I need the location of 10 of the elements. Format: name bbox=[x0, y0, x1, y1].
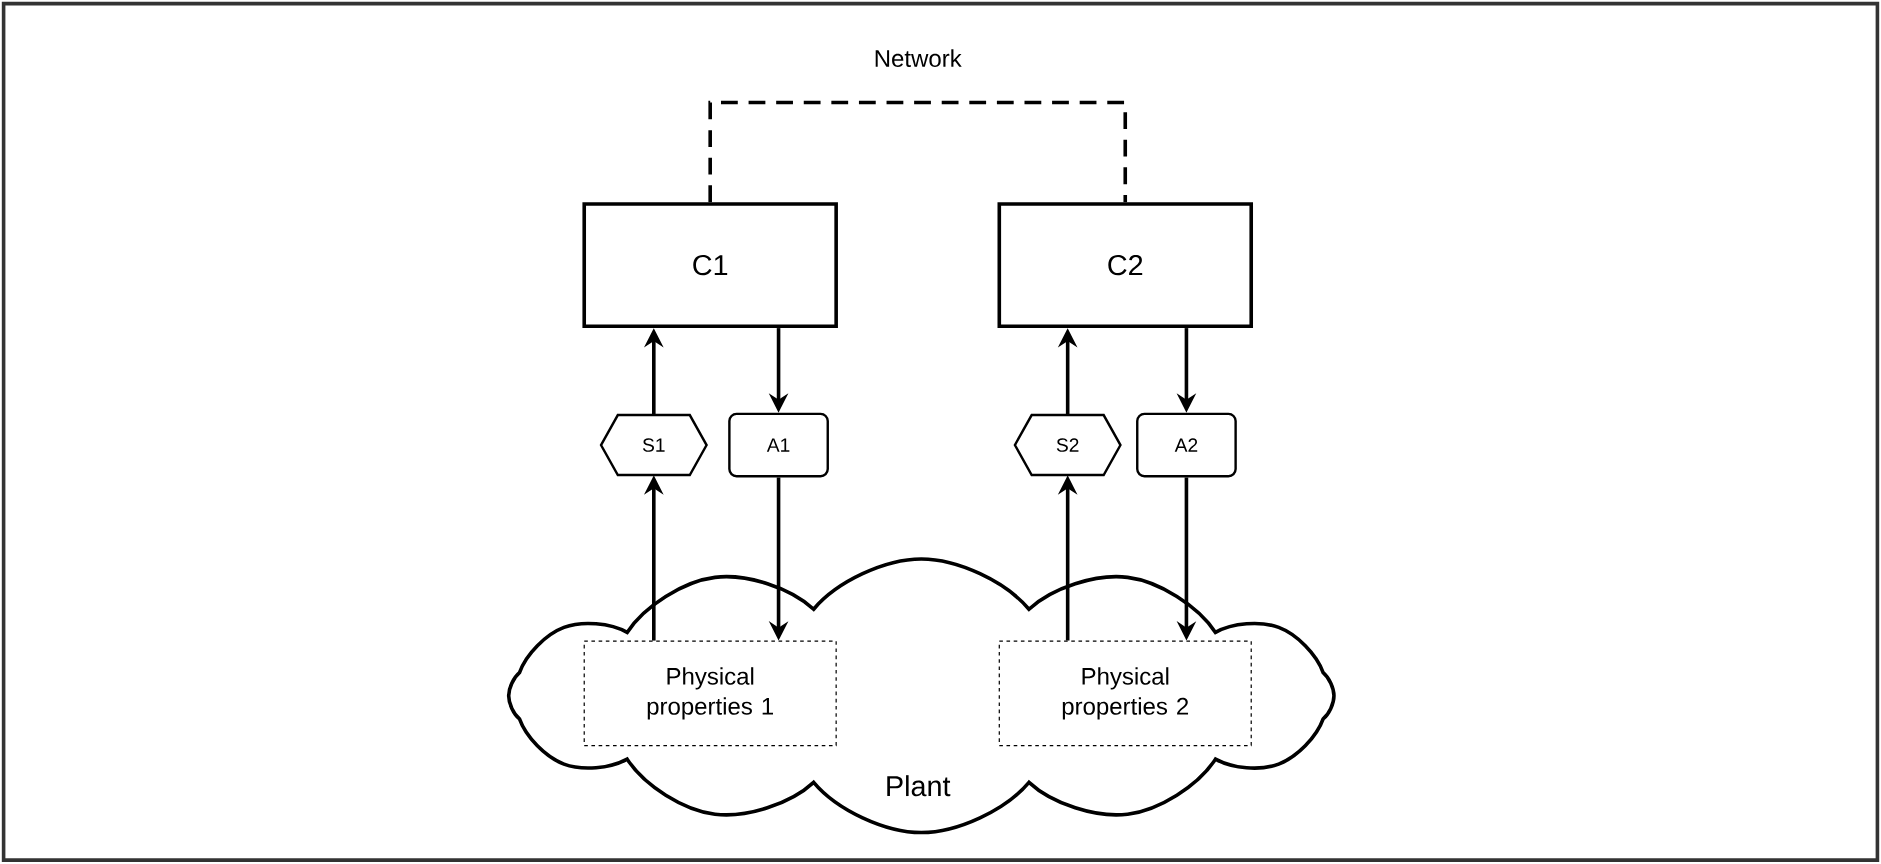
actuator-box: A1 bbox=[728, 412, 829, 478]
dashed-box: Physical properties 2 bbox=[998, 640, 1252, 747]
sensor-hexagon: S2 bbox=[1013, 414, 1122, 477]
sensor-hexagon: S1 bbox=[599, 414, 708, 477]
actuator-box: A2 bbox=[1136, 412, 1237, 478]
dashed-line bbox=[708, 100, 1128, 203]
controller-box: C1 bbox=[582, 202, 838, 329]
dashed-box: Physical properties 1 bbox=[583, 640, 837, 747]
controller-box: C2 bbox=[997, 202, 1253, 329]
edge-label: Network bbox=[871, 47, 965, 70]
